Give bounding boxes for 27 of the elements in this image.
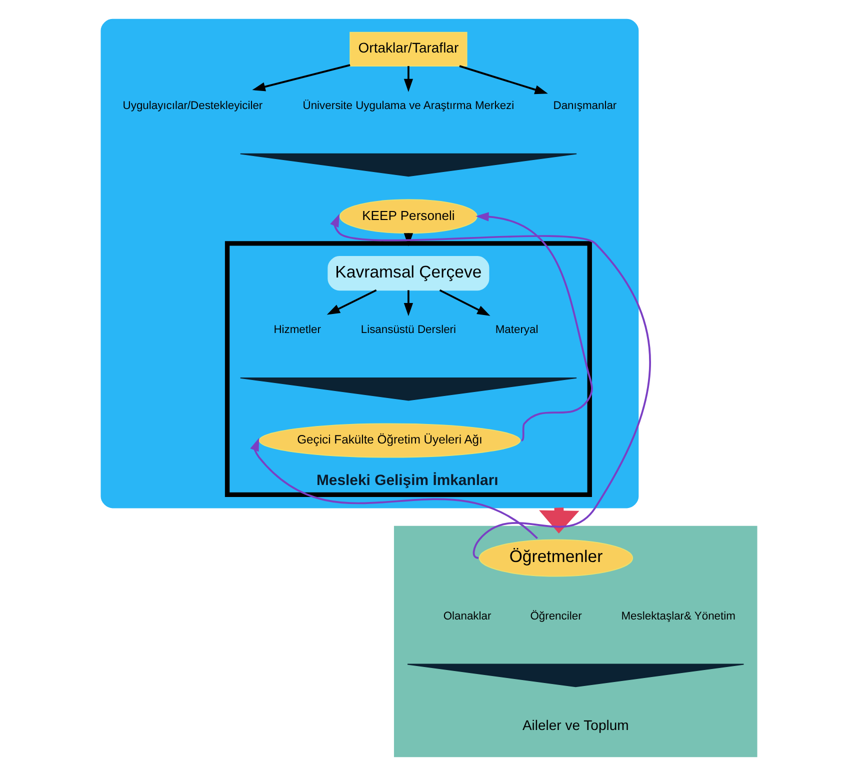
- arrow: [439, 289, 490, 316]
- node-triangle: [407, 664, 744, 688]
- cluster: [100, 18, 639, 508]
- arrow: [404, 66, 414, 92]
- node-text: Uygulayıcılar/Destekleyiciler: [122, 100, 263, 112]
- node-text: Materyal: [495, 324, 538, 336]
- arrow: [459, 65, 548, 94]
- node-text: Öğrenciler: [530, 610, 582, 623]
- cluster: [394, 526, 758, 758]
- node-triangle: [240, 153, 578, 177]
- arrow: [252, 64, 350, 92]
- node-box: Ortaklar/Taraflar: [350, 32, 468, 66]
- arrow: [476, 212, 593, 441]
- node-triangle: [240, 377, 578, 401]
- node-text: Hizmetler: [274, 324, 321, 336]
- node-text: Meslektaşlar& Yönetim: [621, 610, 736, 623]
- node-text: Olanaklar: [443, 610, 492, 623]
- node-ellipse: Öğretmenler: [478, 539, 634, 577]
- arrow: [250, 438, 538, 540]
- node-text: Lisansüstü Dersleri: [360, 324, 456, 336]
- node-text: Aileler ve Toplum: [522, 717, 629, 734]
- node-ellipse: Geçici Fakülte Öğretim Üyeleri Ağı: [258, 423, 521, 458]
- node-text: Üniversite Uygulama ve Araştırma Merkezi: [302, 100, 514, 112]
- arrow: [326, 289, 377, 315]
- node-box: Kavramsal Çerçeve: [328, 256, 490, 291]
- arrow: [404, 290, 414, 316]
- node-text: Danışmanlar: [553, 100, 617, 112]
